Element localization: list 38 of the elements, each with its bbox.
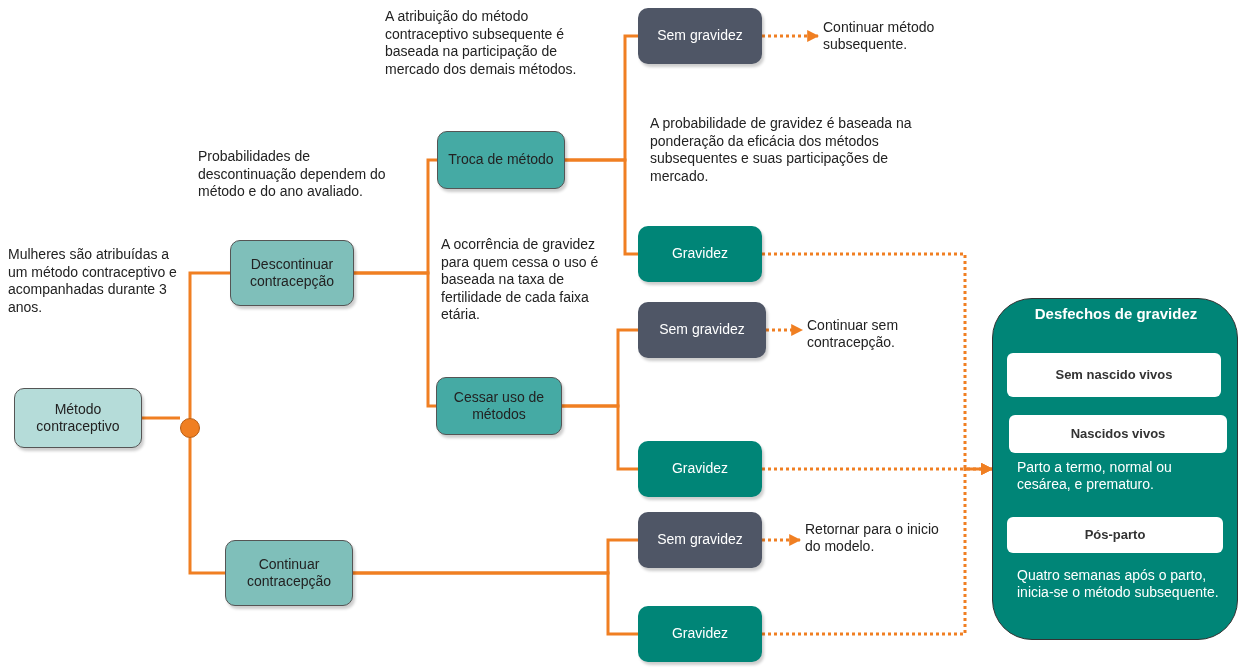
outcome-box: Nascidos vivos [1009,415,1227,453]
note-text: Continuar sem contracepção. [802,312,942,356]
description-text: Parto a termo, normal ou cesárea, e prematuro. [1017,459,1173,493]
process-box: Método contraceptivo [14,388,142,448]
description-text: Quatro semanas após o parto, inicia-se o método subsequente. [1017,567,1220,601]
outcome-panel [992,298,1238,640]
note-text: Retornar para o inicio do modelo. [800,516,940,560]
annotation-text: A atribuição do método contraceptivo subsequente é baseada na participação de mercado dos demais métodos. [385,8,578,78]
process-box: Descontinuar contracepção [230,240,354,306]
annotation-text: Probabilidades de descontinuação dependem do método e do ano avaliado. [198,148,387,201]
process-box: Continuar contracepção [225,540,353,606]
process-box: Cessar uso de métodos [436,377,562,435]
junction-dot [180,418,200,438]
outcome-box: Gravidez [638,606,762,662]
arrow [762,30,820,42]
connector-line [354,271,436,408]
outcome-box: Gravidez [638,226,762,282]
outcome-box: Gravidez [638,441,762,497]
connector-line [188,438,225,575]
annotation-text: Mulheres são atribuídas a um método contraceptivo e acompanhadas durante 3 anos. [8,246,178,316]
arrow [762,463,994,636]
connector-line [142,416,180,420]
process-box: Troca de método [437,131,565,189]
arrow [766,324,804,336]
annotation-text: A probabilidade de gravidez é baseada na ponderação da eficácia dos métodos subsequentes e suas participações de mercado. [650,115,913,185]
connector-line [565,158,638,256]
outcome-box: Sem gravidez [638,512,762,568]
note-text: Continuar método subsequente. [818,14,958,58]
outcome-box: Pós-parto [1007,517,1223,553]
outcome-box: Sem nascido vivos [1007,353,1221,397]
panel-heading: Desfechos de gravidez [1033,305,1199,323]
connector-line [188,271,230,418]
arrow [762,534,802,546]
connector-line [353,571,638,636]
outcome-box: Sem gravidez [638,302,766,358]
outcome-box: Sem gravidez [638,8,762,64]
connector-line [562,404,638,471]
annotation-text: A ocorrência de gravidez para quem cessa o uso é baseada na taxa de fertilidade de cada faixa etária. [441,236,600,324]
